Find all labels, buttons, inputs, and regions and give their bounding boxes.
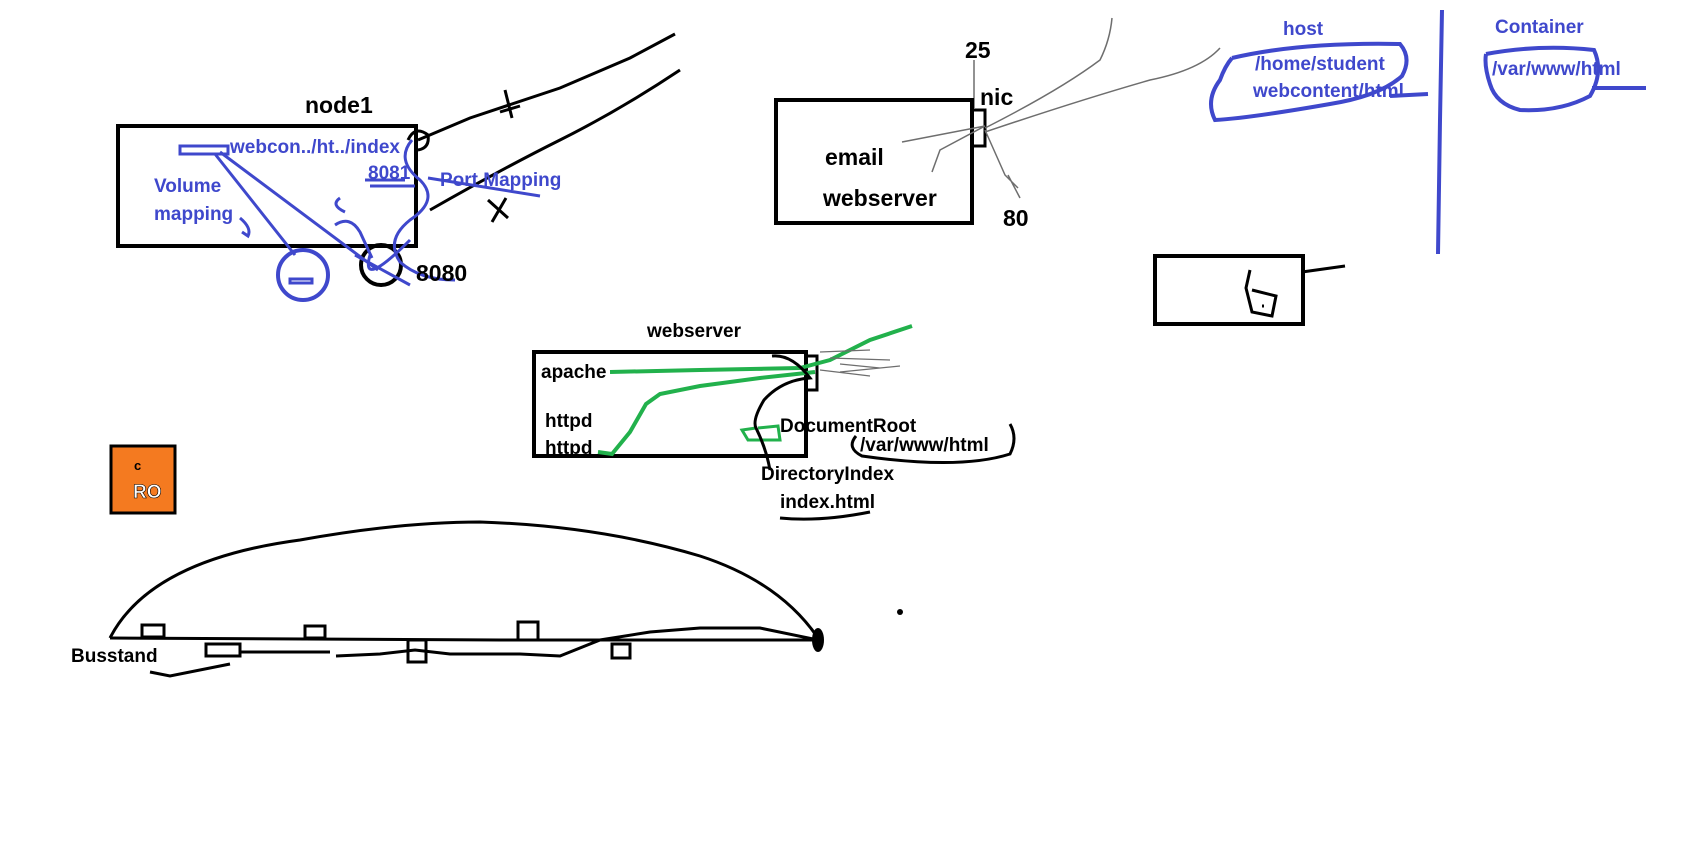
- host-port-label: 8080: [416, 260, 467, 286]
- bus-stop-6: [610, 642, 632, 660]
- container-title: Container: [1495, 17, 1584, 38]
- bus-stop-4: [406, 638, 428, 664]
- volume-mapping-label-line2: mapping: [154, 204, 233, 225]
- node1-cable-lower: [429, 68, 681, 212]
- bus-lower-route: [149, 626, 819, 678]
- orange-box: [109, 444, 177, 515]
- nic-label: nic: [980, 84, 1013, 110]
- host-volume-bar: [288, 277, 314, 285]
- volume-mapping-label-line1: Volume: [154, 176, 221, 197]
- server-box: [774, 98, 974, 225]
- small-box: [1153, 254, 1305, 326]
- host-volume-circle: [276, 248, 330, 302]
- port-mapping-squiggle: [365, 139, 541, 282]
- volume-mapping-line-a: [213, 153, 297, 256]
- bus-road: [109, 636, 818, 642]
- bus-diagram: Busstand: [71, 520, 903, 678]
- document-root-green-hook: [739, 424, 782, 442]
- host-title: host: [1283, 19, 1324, 40]
- host-container-diagram: host /home/student webcontent/html Conta…: [1209, 9, 1646, 255]
- bus-stop-1: [140, 623, 166, 639]
- node1-box: [116, 124, 418, 248]
- webserver-diagram: webserver apache httpd httpd DocumentRoo…: [532, 321, 1016, 521]
- nic-traffic-lines: [901, 17, 1221, 199]
- nic-diagram: 25 nic email webserver 80: [774, 17, 1221, 231]
- httpd-label-1: httpd: [545, 411, 592, 432]
- small-box-diagram: [1153, 254, 1346, 326]
- node1-title: node1: [305, 92, 373, 118]
- directory-index-value: index.html: [780, 492, 875, 513]
- document-root-bracket: [850, 423, 1016, 465]
- webserver-title: webserver: [646, 321, 742, 342]
- volume-path-label: webcon../ht../index: [229, 137, 400, 158]
- port-80-label: 80: [1003, 205, 1029, 231]
- orange-box-label: RO: [133, 482, 162, 503]
- stray-dot: [897, 609, 903, 615]
- document-root-label: DocumentRoot: [780, 416, 917, 437]
- volume-mount-bar: [178, 144, 230, 156]
- orange-box-group: c RO: [109, 444, 177, 515]
- volume-mapping-arrow: [239, 216, 251, 239]
- service-email-label: email: [825, 144, 884, 170]
- apache-label: apache: [541, 362, 606, 383]
- container-path: /var/www/html: [1492, 59, 1621, 80]
- bus-terminal: [812, 628, 824, 652]
- node1-cable-tick2: [486, 197, 510, 223]
- node1-cable-tick1: [499, 89, 521, 119]
- busstand-label: Busstand: [71, 646, 158, 667]
- webserver-box: [532, 350, 808, 458]
- apache-flow-green: [597, 324, 913, 457]
- host-path-line1: /home/student: [1255, 54, 1386, 75]
- bus-stop-5: [516, 620, 540, 642]
- volume-mapping-line-b: [219, 150, 379, 272]
- bus-stop-2: [204, 642, 242, 658]
- host-container-divider: [1436, 9, 1444, 255]
- directory-index-underline: [779, 510, 871, 521]
- webserver-grey-scribble: [819, 349, 901, 377]
- port-25-label: 25: [965, 37, 991, 63]
- document-root-black-curve: [753, 354, 813, 471]
- node1-diagram: node1 webcon../ht../index 8081 Port Mapp…: [116, 32, 681, 302]
- port-mapping-label: Port Mapping: [440, 170, 561, 191]
- httpd-label-2: httpd: [545, 438, 592, 459]
- node1-port-hook: [406, 129, 430, 152]
- directory-index-label: DirectoryIndex: [761, 464, 894, 485]
- document-root-path: /var/www/html: [860, 435, 989, 456]
- orange-box-small-letter: c: [134, 458, 141, 473]
- host-outline: [1209, 41, 1429, 123]
- bus-arc: [108, 520, 820, 639]
- port-mapping-scribble: [334, 196, 412, 287]
- host-path-line2: webcontent/html: [1252, 81, 1404, 102]
- node1-port-circle: [359, 243, 403, 287]
- node1-cable-upper: [417, 32, 676, 142]
- service-webserver-label: webserver: [822, 185, 937, 211]
- bus-stop-3: [303, 624, 327, 640]
- container-outline: [1483, 45, 1646, 113]
- small-box-glyph: [1244, 264, 1346, 318]
